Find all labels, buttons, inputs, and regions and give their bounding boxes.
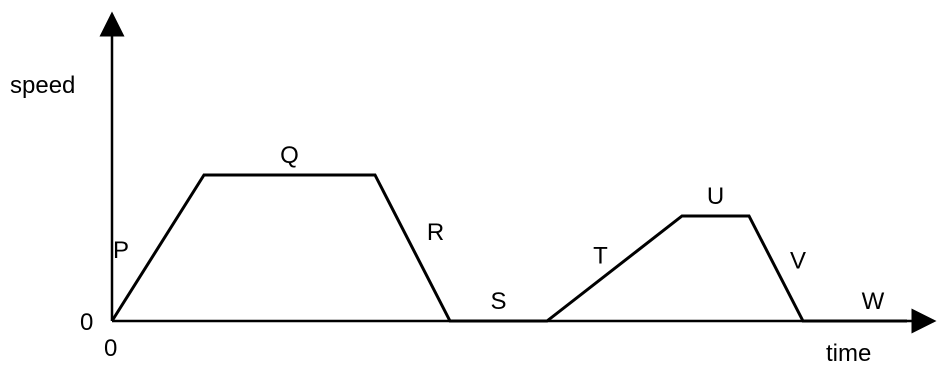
segment-label-p: P (113, 237, 129, 264)
segment-label-w: W (862, 288, 885, 315)
segment-label-u: U (707, 183, 724, 210)
x-axis-label: time (826, 340, 871, 365)
y-axis-label: speed (10, 72, 75, 99)
segment-label-v: V (790, 248, 806, 275)
segment-label-layer: P Q R S T U V W (113, 142, 885, 315)
segment-label-t: T (593, 243, 608, 270)
series-layer (110, 173, 907, 323)
x-origin-label: 0 (104, 335, 117, 362)
segment-label-q: Q (280, 142, 299, 169)
y-origin-label: 0 (80, 309, 93, 336)
segment-label-r: R (427, 219, 444, 246)
segment-label-s: S (490, 288, 506, 315)
speed-line (110, 173, 907, 323)
